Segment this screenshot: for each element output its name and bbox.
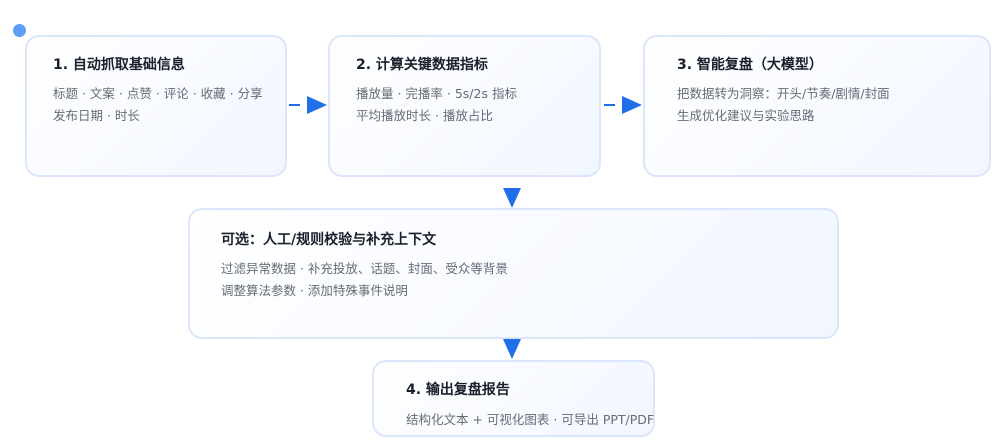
step-3-line-1: 把数据转为洞察：开头/节奏/剧情/封面 [677,86,890,101]
optional-step-box: 可选：人工/规则校验与补充上下文 过滤异常数据 · 补充投放、话题、封面、受众等… [188,208,839,339]
arrow-down-icon [503,339,521,359]
step-2-line-2: 平均播放时长 · 播放占比 [356,108,493,123]
arrow-2-dash [604,104,615,106]
step-4-box: 4. 输出复盘报告 结构化文本 + 可视化图表 · 可导出 PPT/PDF [372,360,655,437]
optional-step-title: 可选：人工/规则校验与补充上下文 [221,232,437,248]
step-3-box: 3. 智能复盘（大模型） 把数据转为洞察：开头/节奏/剧情/封面 生成优化建议与… [643,35,991,177]
optional-step-line-1: 过滤异常数据 · 补充投放、话题、封面、受众等背景 [221,261,508,276]
arrow-1-dash [289,104,300,106]
step-1-line-1: 标题 · 文案 · 点赞 · 评论 · 收藏 · 分享 [53,86,263,101]
step-1-box: 1. 自动抓取基础信息 标题 · 文案 · 点赞 · 评论 · 收藏 · 分享 … [25,35,287,177]
step-1-line-2: 发布日期 · 时长 [53,108,140,123]
step-3-title: 3. 智能复盘（大模型） [677,57,823,73]
arrow-right-icon [622,96,642,114]
step-2-title: 2. 计算关键数据指标 [356,57,488,73]
step-3-line-2: 生成优化建议与实验思路 [677,108,815,123]
step-4-title: 4. 输出复盘报告 [406,382,510,398]
arrow-right-icon [307,96,327,114]
start-dot [13,24,26,37]
optional-step-line-2: 调整算法参数 · 添加特殊事件说明 [221,283,408,298]
step-4-line-1: 结构化文本 + 可视化图表 · 可导出 PPT/PDF [406,412,655,427]
step-1-title: 1. 自动抓取基础信息 [53,57,185,73]
step-2-box: 2. 计算关键数据指标 播放量 · 完播率 · 5s/2s 指标 平均播放时长 … [328,35,601,177]
step-2-line-1: 播放量 · 完播率 · 5s/2s 指标 [356,86,517,101]
arrow-down-icon [503,188,521,208]
